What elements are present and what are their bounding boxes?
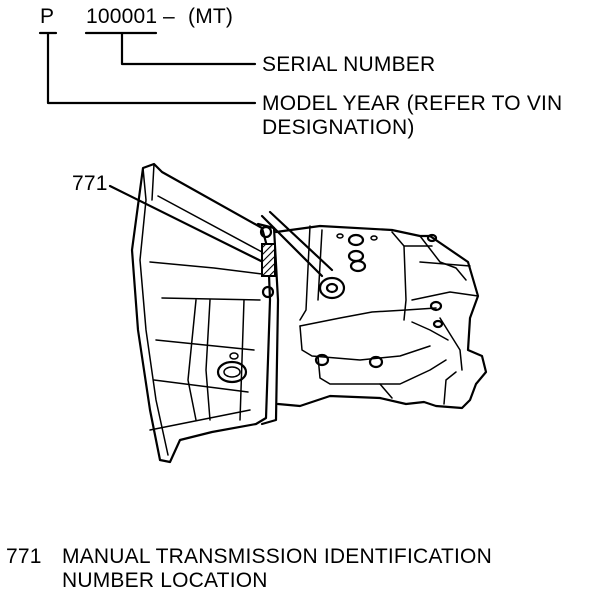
code-leader-lines <box>38 31 257 105</box>
serial-code: 100001 <box>86 5 158 28</box>
code-dash: – <box>163 5 175 28</box>
legend-text-line1: MANUAL TRANSMISSION IDENTIFICATION <box>62 545 492 568</box>
bell-housing <box>130 162 272 464</box>
transmission-type-code: (MT) <box>188 5 234 28</box>
transmission-case <box>274 224 488 410</box>
serial-number-label: SERIAL NUMBER <box>262 53 436 76</box>
case-bolts <box>314 233 444 369</box>
identification-number-plate <box>261 243 276 277</box>
part-leader-line <box>108 184 265 264</box>
legend-text-line2: NUMBER LOCATION <box>62 569 268 592</box>
model-year-leader <box>46 32 257 105</box>
model-year-label-line1: MODEL YEAR (REFER TO VIN <box>262 92 563 115</box>
part-number-label: 771 <box>72 172 108 195</box>
serial-leader <box>120 32 257 66</box>
legend-number: 771 <box>6 545 42 568</box>
housing-flange <box>256 222 280 426</box>
shift-lever-boss <box>260 210 346 300</box>
model-year-label-line2: DESIGNATION) <box>262 116 415 139</box>
model-year-code: P <box>40 5 55 28</box>
